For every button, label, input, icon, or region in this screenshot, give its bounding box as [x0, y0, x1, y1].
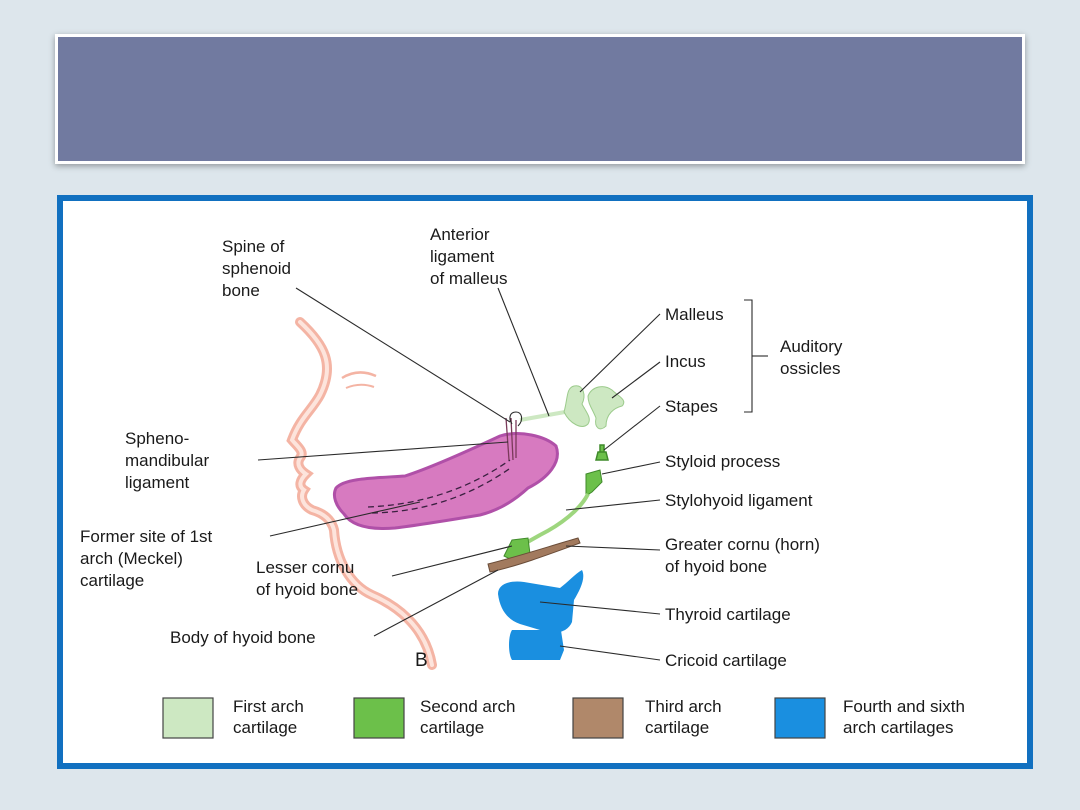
svg-text:Fourth and sixth arch: Fourth and sixth arch cartilages [843, 697, 970, 737]
styloid-process-shape [585, 469, 603, 497]
legend-item-first-arch: First arch cartilage [162, 697, 309, 739]
legend: First arch cartilage Second arch cartila… [162, 697, 970, 739]
legend-item-second-arch: Second arch cartilage [353, 697, 520, 739]
sphenomandibular-ligament-strands [505, 417, 517, 461]
label-anterior-ligament: Anterior ligament of malleus [430, 225, 507, 288]
label-auditory-ossicles: Auditory ossicles [780, 337, 847, 378]
eye-brow [341, 371, 377, 380]
meckel-dashed-line-upper [367, 459, 511, 508]
svg-text:Third arch cartilage: Third arch cartilage [645, 697, 726, 737]
label-lesser-cornu: Lesser cornu of hyoid bone [256, 558, 359, 599]
malleus-shape [563, 385, 590, 427]
panel-letter: B [415, 650, 428, 671]
svg-text:First arch cartilage: First arch cartilage [233, 697, 309, 737]
label-incus: Incus [665, 352, 706, 371]
svg-text:Second arch cartilage: Second arch cartilage [420, 697, 520, 737]
label-stylohyoid-ligament: Stylohyoid ligament [665, 491, 813, 510]
labels: Spine of sphenoid bone Anterior ligament… [80, 225, 847, 671]
label-malleus: Malleus [665, 305, 724, 324]
stapes-shape [595, 444, 609, 461]
label-styloid-process: Styloid process [665, 452, 780, 471]
legend-item-fourth-sixth-arch: Fourth and sixth arch cartilages [774, 697, 970, 739]
legend-swatch-second-arch [353, 697, 405, 739]
face-outline-inner [289, 320, 434, 667]
label-greater-cornu: Greater cornu (horn) of hyoid bone [665, 535, 825, 576]
legend-swatch-fourth-sixth-arch [774, 697, 826, 739]
anterior-ligament-strand [519, 410, 566, 422]
legend-swatch-third-arch [572, 697, 624, 739]
figure-frame [57, 195, 1033, 769]
incus-shape [587, 386, 625, 430]
label-thyroid-cartilage: Thyroid cartilage [665, 605, 791, 624]
slide-title-bar [55, 34, 1025, 164]
stylohyoid-ligament-shape [523, 493, 590, 546]
legend-item-third-arch: Third arch cartilage [572, 697, 726, 739]
hyoid-body-shape [487, 537, 581, 573]
label-cricoid-cartilage: Cricoid cartilage [665, 651, 787, 670]
label-stapes: Stapes [665, 397, 718, 416]
thyroid-cartilage-shape [498, 570, 584, 633]
cricoid-cartilage-shape [509, 624, 564, 660]
eye-lid [345, 383, 375, 389]
legend-swatch-first-arch [162, 697, 214, 739]
leader-lines [257, 287, 768, 661]
label-former-site: Former site of 1st arch (Meckel) cartila… [80, 527, 217, 590]
meckel-dashed-line-lower [371, 466, 513, 514]
label-sphenomandibular: Spheno- mandibular ligament [125, 429, 214, 492]
label-body-of-hyoid: Body of hyoid bone [170, 628, 316, 647]
label-spine-of-sphenoid: Spine of sphenoid bone [222, 237, 296, 300]
